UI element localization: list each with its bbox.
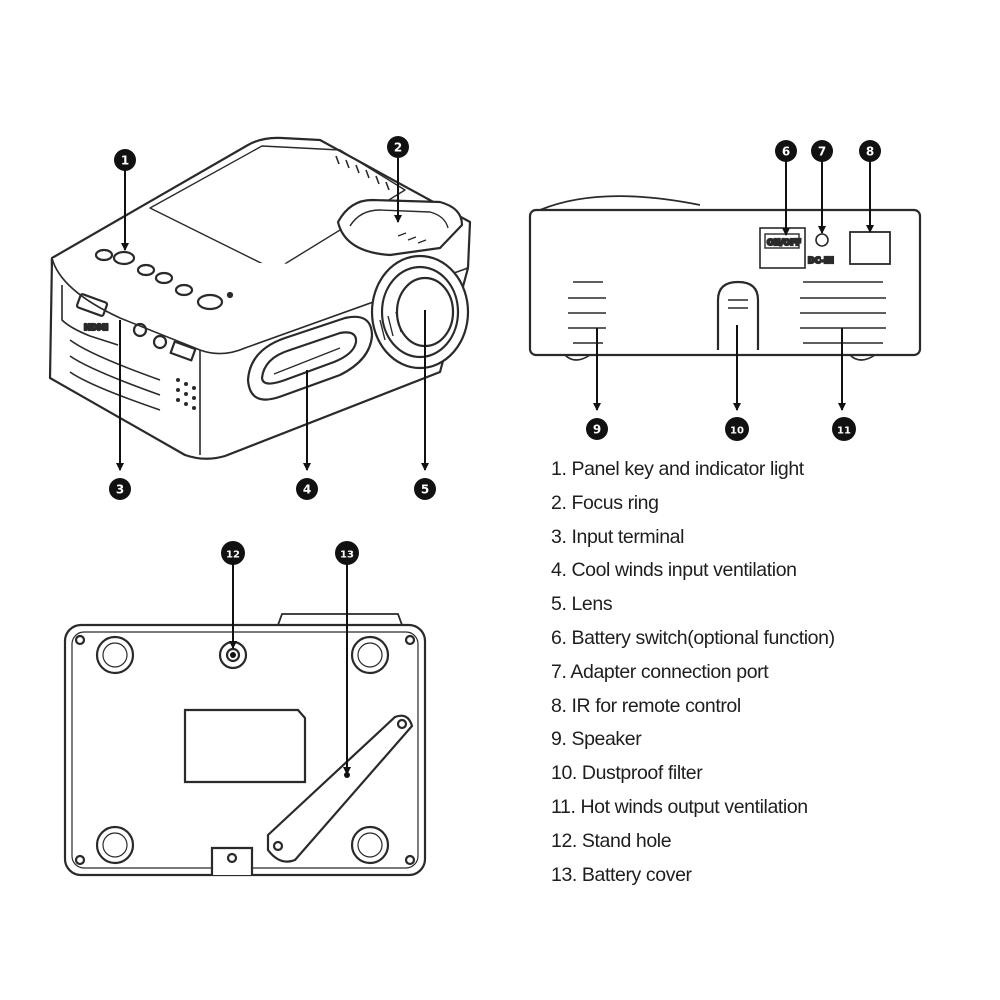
svg-text:2: 2 <box>394 141 402 155</box>
bottom-view <box>63 613 427 877</box>
callout-badge-1: 1 <box>114 149 136 171</box>
svg-text:1: 1 <box>121 154 129 168</box>
legend-item: 9. Speaker <box>551 728 642 751</box>
svg-text:8: 8 <box>866 145 874 159</box>
legend-item: 7. Adapter connection port <box>551 660 769 683</box>
svg-text:4: 4 <box>303 483 311 497</box>
svg-text:9: 9 <box>593 423 601 437</box>
legend-item: 1. Panel key and indicator light <box>551 458 804 480</box>
legend-item: 6. Battery switch(optional function) <box>551 626 835 649</box>
callout-badge-3: 3 <box>109 478 131 500</box>
hdmi-label: HDMI <box>84 323 108 332</box>
svg-text:5: 5 <box>421 483 429 497</box>
legend-item: 10. Dustproof filter <box>551 762 703 785</box>
callout-badge-7: 7 <box>811 140 833 162</box>
legend-item: 12. Stand hole <box>551 829 672 852</box>
callout-badge-5: 5 <box>414 478 436 500</box>
callout-badge-13: 13 <box>335 541 359 565</box>
legend-item: 11. Hot winds output ventilation <box>551 795 808 818</box>
switch-label: ON/OFF <box>767 238 801 247</box>
perspective-view: HDMI <box>48 136 472 460</box>
legend-item: 4. Cool winds input ventilation <box>551 559 797 582</box>
callout-badge-4: 4 <box>296 478 318 500</box>
callout-badge-8: 8 <box>859 140 881 162</box>
dc-in-label: DC-IN <box>808 256 834 265</box>
callout-badge-9: 9 <box>586 418 608 440</box>
callout-badge-6: 6 <box>775 140 797 162</box>
rear-view: ON/OFF DC-IN <box>528 195 922 361</box>
callout-badge-2: 2 <box>387 136 409 158</box>
legend-item: 13. Battery cover <box>551 863 692 886</box>
svg-text:6: 6 <box>782 145 790 159</box>
legend-item: 8. IR for remote control <box>551 694 741 717</box>
legend-item: 2. Focus ring <box>551 491 659 514</box>
svg-text:13: 13 <box>340 550 354 561</box>
callout-badge-12: 12 <box>221 541 245 565</box>
legend-item: 5. Lens <box>551 593 613 616</box>
callout-badge-11: 11 <box>832 417 856 441</box>
svg-text:3: 3 <box>116 483 124 497</box>
svg-text:12: 12 <box>226 550 240 561</box>
svg-text:10: 10 <box>730 426 744 437</box>
callout-arrows <box>116 158 874 775</box>
svg-text:11: 11 <box>837 426 851 437</box>
legend-item: 3. Input terminal <box>551 525 685 548</box>
parts-legend: 1. Panel key and indicator light 2. Focu… <box>551 453 835 892</box>
callout-badge-10: 10 <box>725 417 749 441</box>
svg-text:7: 7 <box>818 145 826 159</box>
